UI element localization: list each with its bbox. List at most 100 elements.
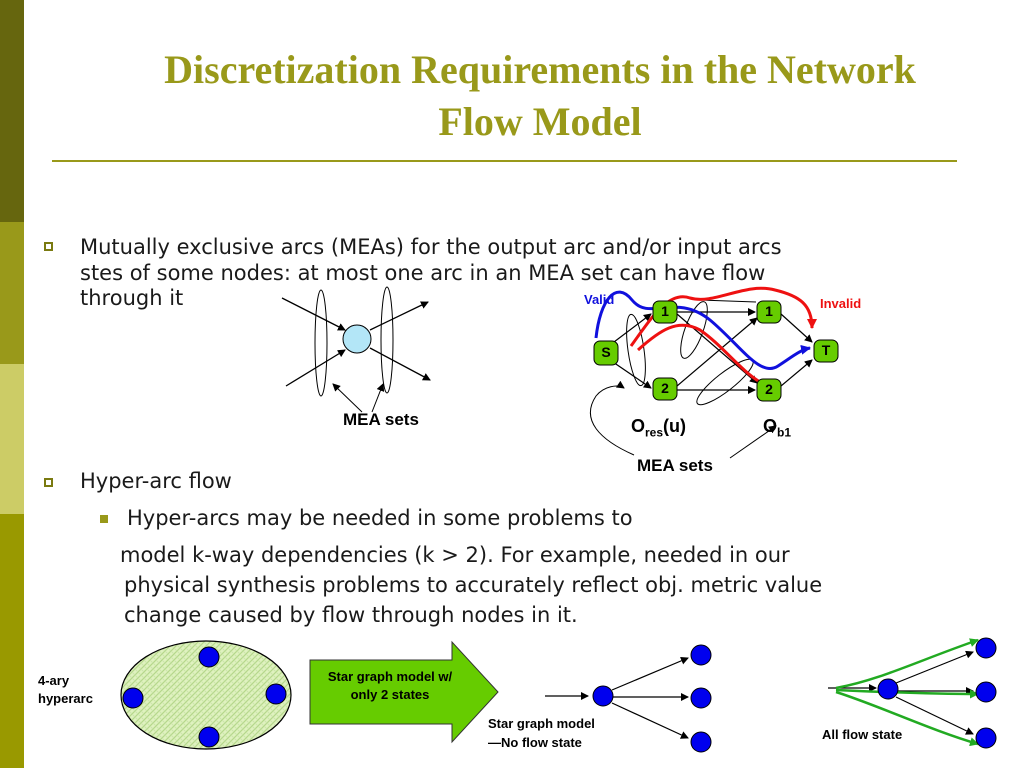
star-out-arc-3 [611,702,689,739]
hyperarc-node-top [198,646,220,668]
arrow-label-line2: only 2 states [350,687,430,702]
valid-label: Valid [584,292,615,307]
star-leaf-node-2 [690,687,712,709]
arc-extra [699,299,757,303]
slide-title-line2: Flow Model [438,99,642,144]
star-no-flow-label: Star graph model —No flow state [488,714,595,752]
star-graph-all-flow [828,637,997,749]
slide-sidebar [0,0,24,768]
node-1b-label: 1 [765,303,773,319]
arc-2-t [780,359,813,387]
node-t-label: T [821,342,831,358]
bullet-mea-line2: stes of some nodes: at most one arc in a… [80,261,766,285]
slide-title: Discretization Requirements in the Netwo… [60,44,1020,148]
sidebar-block-dark [0,0,24,222]
hyperarc-label-line2: hyperarc [38,691,93,706]
valid-flow-path [594,290,811,370]
star-graph-arrow-shape [309,640,499,744]
star-out-arc-1 [611,657,689,691]
bullet-hyperarc: Hyper-arc flow [80,469,232,493]
hyperarc-ellipse [120,640,292,750]
node-t-shape [813,339,839,363]
right-mea-label: MEA sets [637,456,713,475]
bullet-mea-line3: through it [80,286,184,310]
hyperarc-diagram [120,640,292,750]
sub-bullet-line3: physical synthesis problems to accuratel… [124,573,823,597]
mea-set-ellipse-out [380,286,394,394]
o-res-label: Ores(u) [631,416,686,440]
output-arc-1 [369,301,429,331]
o-b-main: O [763,416,778,436]
node-2b-label: 2 [765,381,773,397]
allflow-leaf-node-1 [975,637,997,659]
o-b-label: Ob1 [763,416,791,440]
hyperarc-node-right [265,683,287,705]
mea-pointer-right [729,425,777,459]
node-1b-shape [756,300,782,324]
star-graph-no-flow [545,644,712,753]
mea-pointer-left [590,380,635,456]
sub-bullet-line4: change caused by flow through nodes in i… [124,603,578,627]
node-1a-shape [652,300,678,324]
arc-1-t [780,313,813,343]
node-s-shape [593,340,619,366]
left-mea-diagram [281,286,431,413]
node-1a-label: 1 [661,303,669,319]
hyperarc-node-bottom [198,726,220,748]
allflow-leaf-node-2 [975,681,997,703]
star-graph-arrow-label: Star graph model w/ only 2 states [306,668,474,704]
allflow-green-1 [835,638,979,690]
allflow-out-arc-1 [895,650,974,684]
allflow-center-node [877,678,899,700]
allflow-green-2 [835,688,979,699]
o-res-sub: res [645,425,664,440]
o-res-arg: (u) [663,416,687,436]
all-flow-label: All flow state [822,727,903,742]
input-arc-1 [281,297,346,331]
star-leaf-node-3 [690,731,712,753]
arc-s-1 [609,313,652,346]
star-label-line2: —No flow state [488,735,582,750]
title-underline [52,160,957,162]
star-label-line1: Star graph model [488,716,595,731]
mea-ellipse-s [626,313,646,387]
output-arc-2 [369,347,431,381]
bullet-icon [44,478,53,487]
left-mea-label: MEA sets [343,410,419,429]
star-center-node [592,685,614,707]
mea-pointer-in [332,383,363,413]
hyperarc-label: 4-ary hyperarc [38,672,93,708]
hyperarc-node-left [122,687,144,709]
arrow-label-line1: Star graph model w/ [327,669,453,684]
mea-set-ellipse-in [314,289,328,397]
mea-ellipse-ob [696,358,754,406]
mea-pointer-out [371,383,385,413]
sub-bullet-line1: Hyper-arcs may be needed in some problem… [127,506,633,530]
node-2a-shape [652,377,678,401]
o-b-sub: b1 [777,425,792,440]
hyperarc-label-line1: 4-ary [38,673,70,688]
node-2a-label: 2 [661,380,669,396]
sidebar-block-light [0,364,24,514]
arc-s-2 [609,359,652,389]
allflow-green-3 [835,690,979,747]
arc-2-1 [676,317,758,387]
star-leaf-node-1 [690,644,712,666]
node-s-label: S [601,344,611,360]
bullet-mea-line1: Mutually exclusive arcs (MEAs) for the o… [80,235,782,259]
right-network-diagram [590,286,839,459]
slide-title-line1: Discretization Requirements in the Netwo… [164,47,916,92]
center-node [342,324,372,354]
bullet-icon [44,242,53,251]
node-2b-shape [756,378,782,402]
sub-bullet-icon [100,515,108,523]
sidebar-block-olive [0,222,24,364]
invalid-flow-path-bottom [636,323,761,384]
sub-bullet-line2: model k-way dependencies (k > 2). For ex… [120,543,790,567]
sidebar-block-mid [0,514,24,768]
allflow-out-arc-3 [895,696,974,735]
allflow-leaf-node-3 [975,727,997,749]
o-res-main: O [631,416,646,436]
invalid-label: Invalid [820,296,862,311]
